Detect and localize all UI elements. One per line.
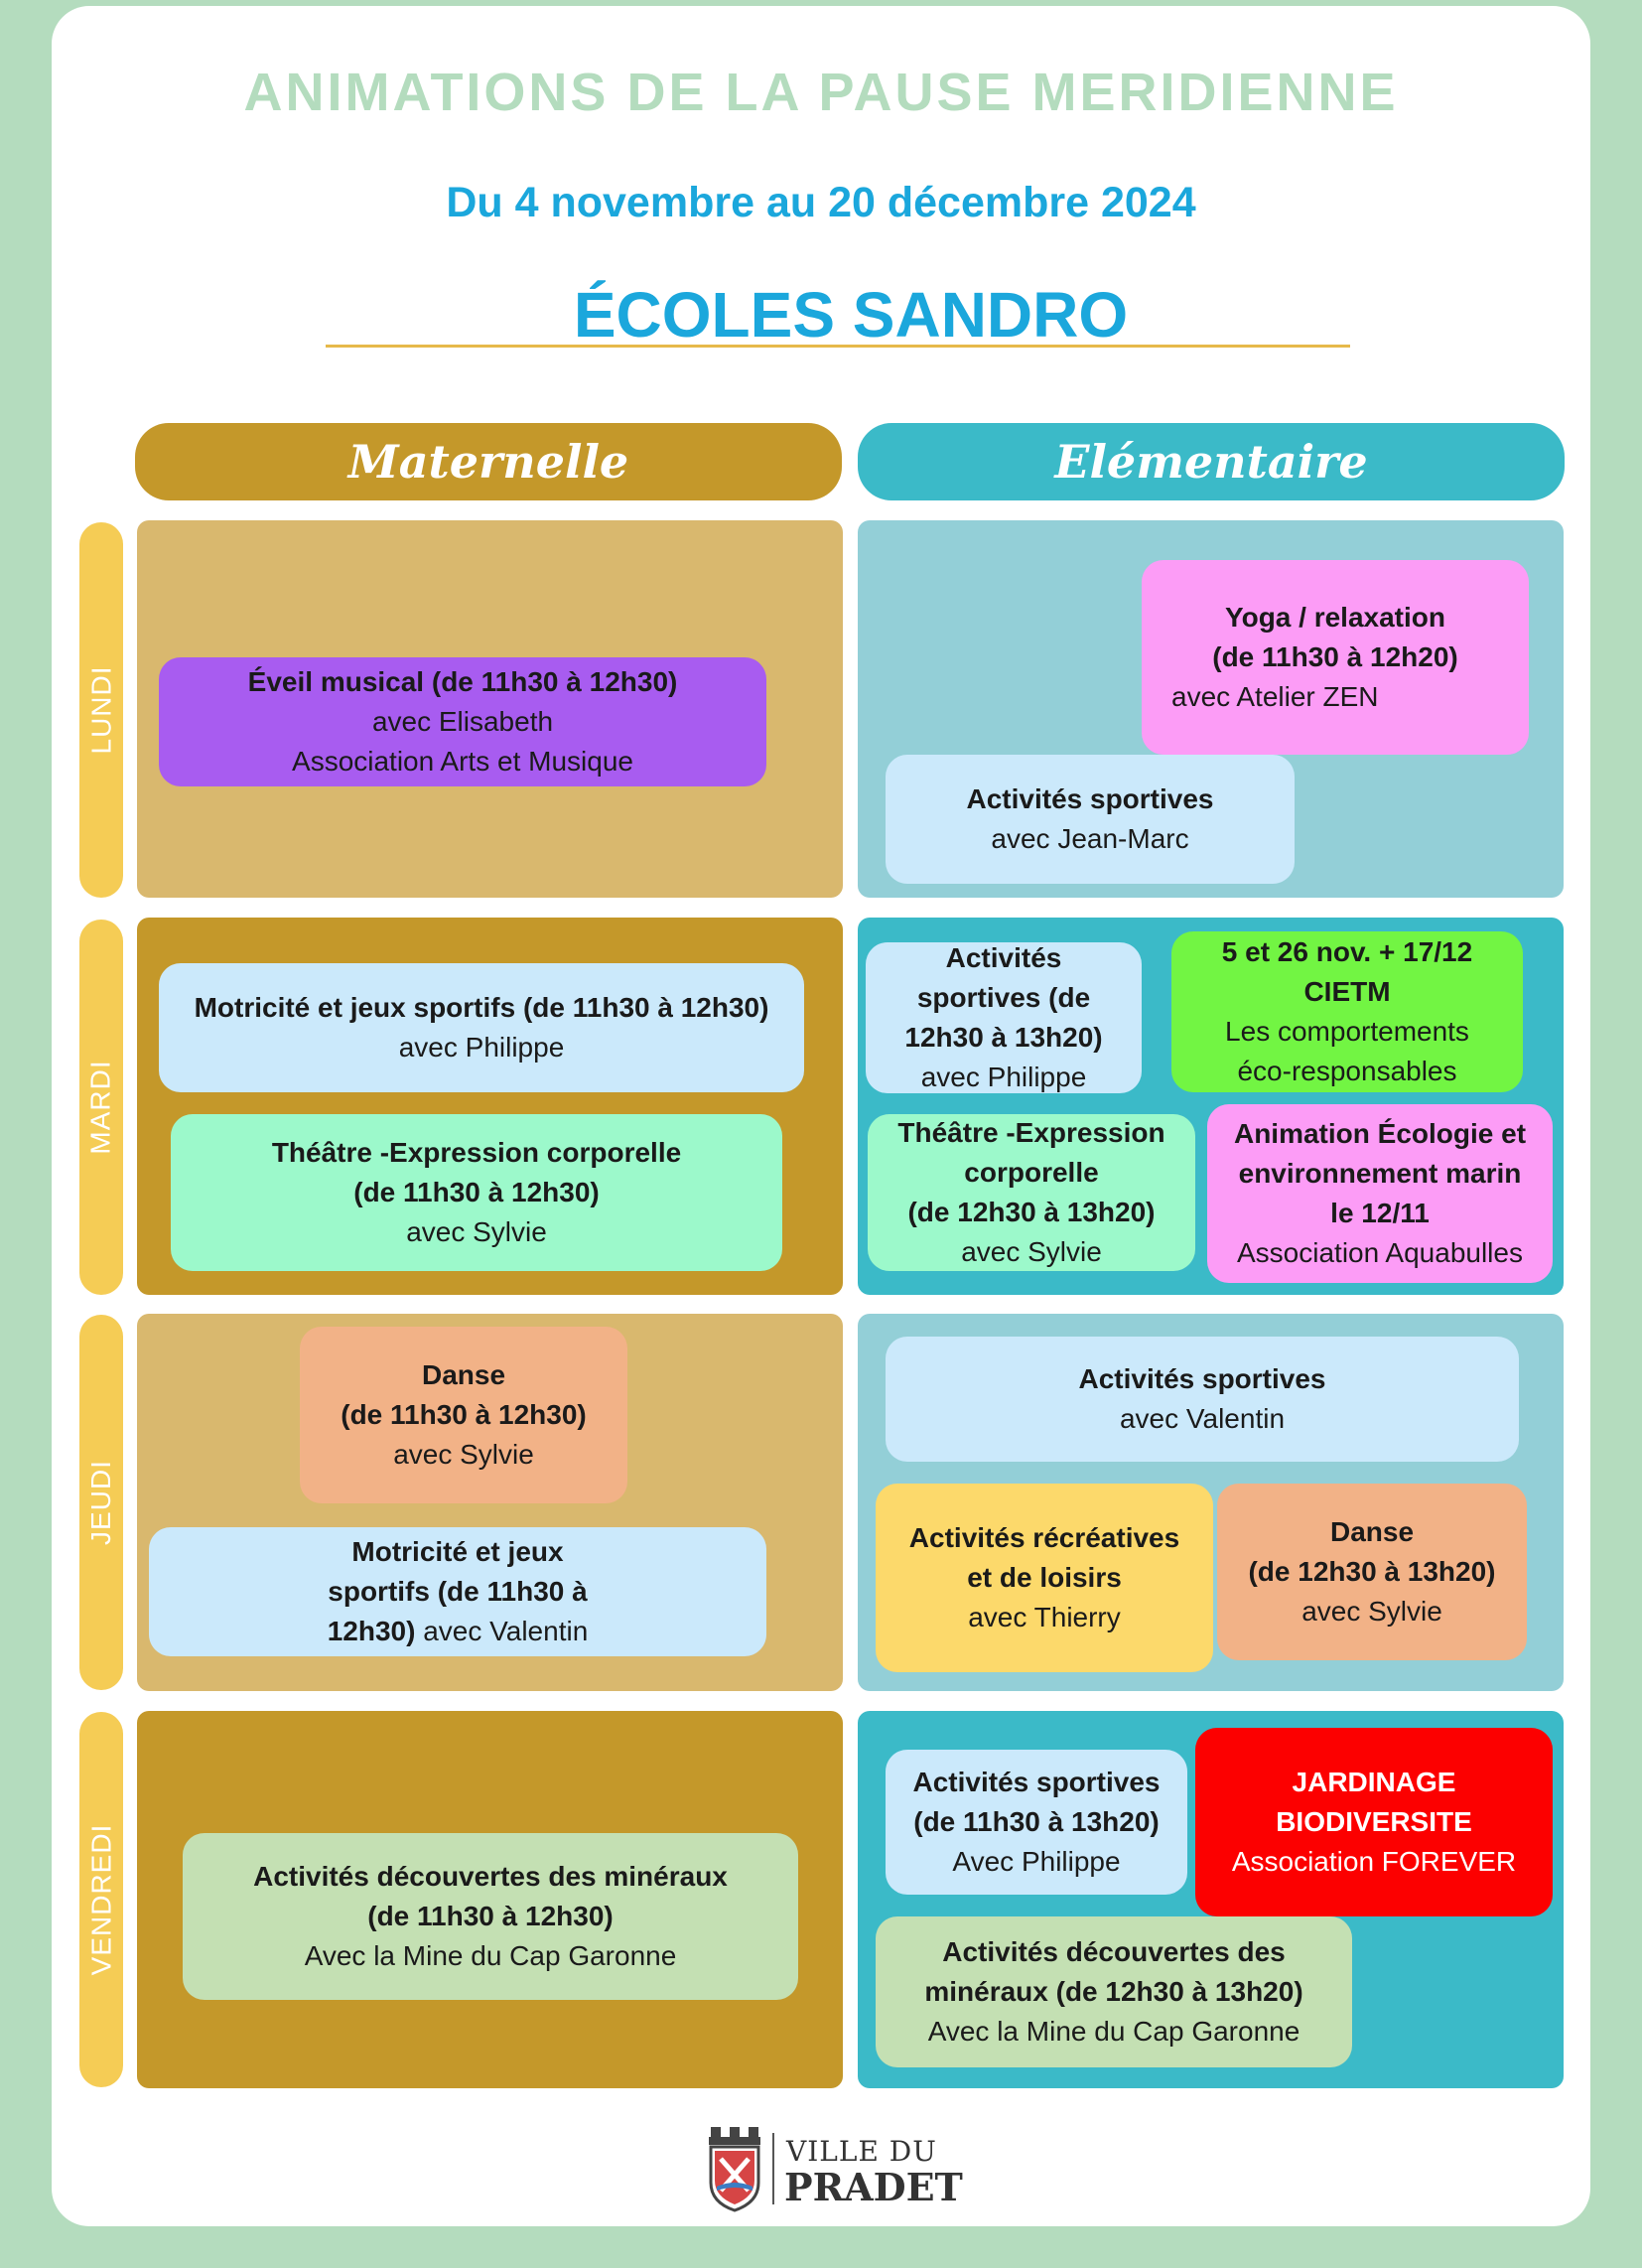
activity-card-mineraux-ele: Activités découvertes des minéraux (de 1… <box>876 1916 1352 2067</box>
activity-card-sport-mardi: Activités sportives (de 12h30 à 13h20) a… <box>866 942 1142 1093</box>
activity-card-ecologie: Animation Écologie et environnement mari… <box>1207 1104 1553 1283</box>
activity-card-theatre-mat-mardi: Théâtre -Expression corporelle (de 11h30… <box>171 1114 782 1271</box>
activity-card-danse-mat: Danse (de 11h30 à 12h30) avec Sylvie <box>300 1327 627 1503</box>
activity-card-eveil-musical: Éveil musical (de 11h30 à 12h30) avec El… <box>159 657 766 786</box>
date-range: Du 4 novembre au 20 décembre 2024 <box>446 179 1196 226</box>
day-tab-mardi: MARDI <box>79 920 123 1295</box>
activity-card-sport-jeudi: Activités sportives avec Valentin <box>886 1337 1519 1462</box>
page-title: ANIMATIONS DE LA PAUSE MERIDIENNE <box>243 63 1399 122</box>
activity-card-sport-lundi: Activités sportives avec Jean-Marc <box>886 755 1295 884</box>
activity-card-cietm: 5 et 26 nov. + 17/12 CIETM Les comportem… <box>1171 931 1523 1092</box>
activity-card-mineraux-mat: Activités découvertes des minéraux (de 1… <box>183 1833 798 2000</box>
activity-card-yoga: Yoga / relaxation (de 11h30 à 12h20) ave… <box>1142 560 1529 755</box>
day-tab-lundi: LUNDI <box>79 522 123 898</box>
logo-separator <box>772 2133 774 2204</box>
activity-card-recreatives: Activités récréatives et de loisirs avec… <box>876 1484 1213 1672</box>
logo-text-line2: PRADET <box>784 2165 963 2209</box>
ville-du-pradet-logo: VILLE DU PRADET <box>705 2125 963 2214</box>
activity-card-sport-vendredi: Activités sportives (de 11h30 à 13h20) A… <box>886 1750 1187 1895</box>
crest-icon <box>709 2127 760 2212</box>
activity-card-theatre-ele-mardi: Théâtre -Expression corporelle (de 12h30… <box>868 1114 1195 1271</box>
activity-card-motricite-jeudi: Motricité et jeux sportifs (de 11h30 à 1… <box>149 1527 766 1656</box>
activity-card-jardinage: JARDINAGE BIODIVERSITE Association FOREV… <box>1195 1728 1553 1916</box>
column-header-elementaire: Elémentaire <box>858 423 1565 500</box>
logo-text-line1: VILLE DU <box>786 2135 937 2168</box>
activity-card-motricite-mardi: Motricité et jeux sportifs (de 11h30 à 1… <box>159 963 804 1092</box>
title-underline <box>326 345 1350 348</box>
day-tab-vendredi: VENDREDI <box>79 1712 123 2087</box>
school-name: ÉCOLES SANDRO <box>573 279 1129 351</box>
activity-card-danse-ele: Danse (de 12h30 à 13h20) avec Sylvie <box>1217 1484 1527 1660</box>
day-tab-jeudi: JEUDI <box>79 1315 123 1690</box>
column-header-maternelle: Maternelle <box>135 423 842 500</box>
